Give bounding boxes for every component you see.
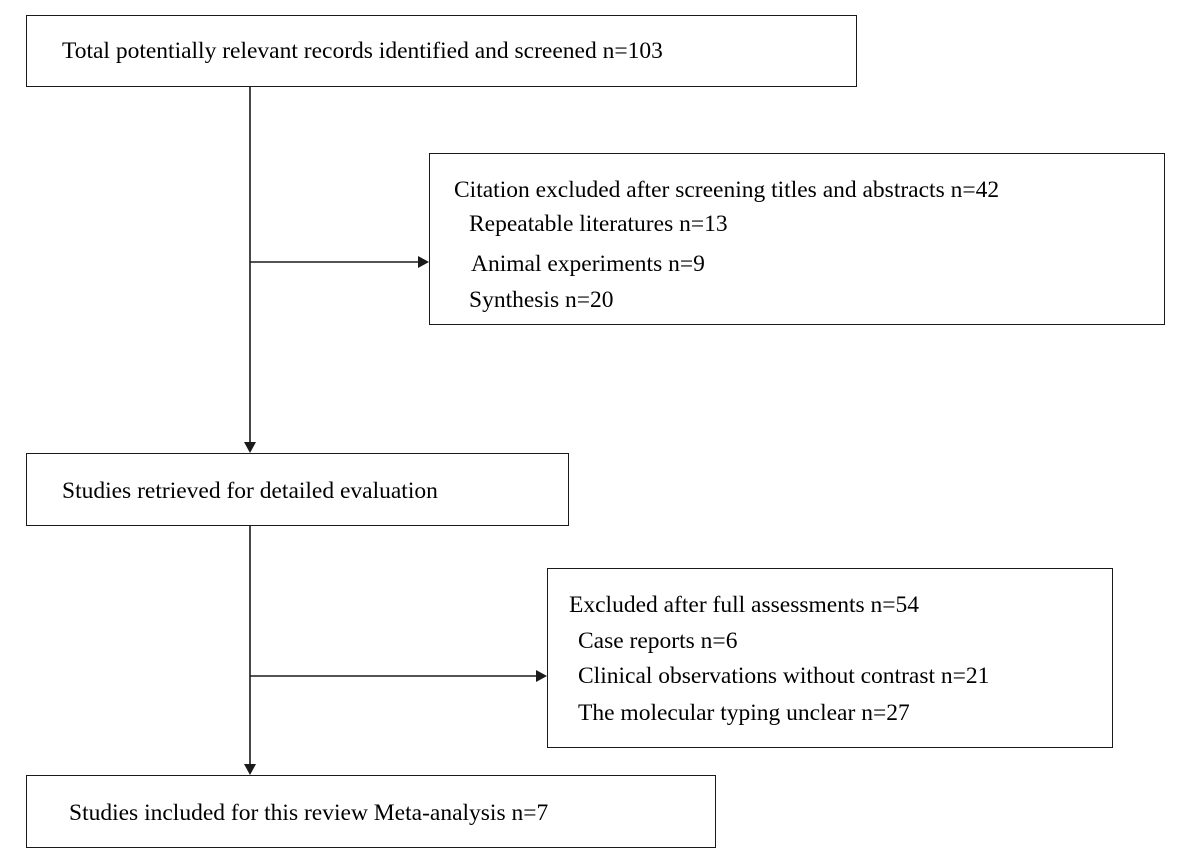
- excluded-screening-item: Synthesis n=20: [469, 287, 614, 313]
- included-text: Studies included for this review Meta-an…: [69, 800, 549, 826]
- identified-box: [26, 15, 857, 87]
- arrow-down-to-retrieved: [244, 442, 256, 453]
- excluded-full-item: The molecular typing unclear n=27: [578, 700, 910, 726]
- arrow-down-to-included: [244, 764, 256, 775]
- excluded-screening-item: Repeatable literatures n=13: [469, 211, 728, 237]
- excluded-full-item: Case reports n=6: [578, 628, 738, 654]
- retrieved-box: [26, 453, 569, 526]
- identified-text: Total potentially relevant records ident…: [62, 38, 663, 64]
- arrow-right-to-full: [536, 670, 547, 682]
- excluded-screening-item: Animal experiments n=9: [471, 251, 705, 277]
- excluded-screening-box: [429, 153, 1165, 325]
- arrow-right-to-screening: [418, 256, 429, 268]
- included-box: [26, 775, 716, 848]
- retrieved-text: Studies retrieved for detailed evaluatio…: [62, 478, 438, 504]
- excluded-screening-title: Citation excluded after screening titles…: [454, 177, 1000, 203]
- excluded-full-item: Clinical observations without contrast n…: [578, 663, 990, 689]
- excluded-full-box: [547, 568, 1113, 748]
- excluded-full-title: Excluded after full assessments n=54: [569, 592, 919, 618]
